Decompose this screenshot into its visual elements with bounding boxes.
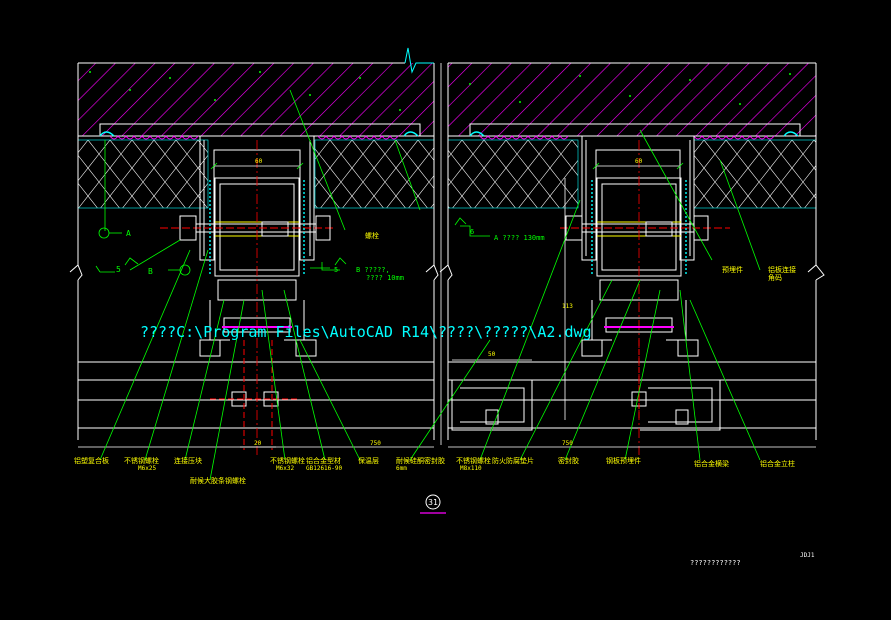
embedded-plate-right	[469, 123, 801, 140]
dim-right-width: 60	[635, 158, 643, 165]
label-bottom-2b: M6x25	[138, 465, 156, 472]
panel-clip-left	[199, 279, 317, 357]
label-bottom-9: 不锈钢螺栓	[456, 456, 491, 465]
label-mid-top: 螺栓	[365, 231, 379, 240]
label-bottom-8: 耐候大胶条钢螺栓	[190, 476, 246, 485]
label-bottom-5: 铝合金型材	[306, 456, 341, 465]
label-bottom-13: 铝合金横梁	[694, 459, 729, 468]
dim-left-span: 750	[370, 440, 381, 447]
label-bottom-6: 保温层	[358, 456, 379, 465]
label-bottom-7: 耐候硅酮密封胶	[396, 456, 445, 465]
bracket-side-seals	[209, 180, 687, 276]
detail-number: 31	[428, 498, 438, 507]
insulation-layer-right	[447, 139, 817, 209]
label-right-top-3: 角码	[768, 273, 782, 282]
dim-right-depth: 50	[488, 351, 496, 358]
label-bottom-4b: M6x32	[276, 465, 294, 472]
outline-vertical-edges	[69, 63, 825, 440]
slab-aggregate-dots	[89, 71, 791, 111]
label-bottom-4: 不锈钢螺栓	[270, 456, 305, 465]
label-right-top-2: 铝板连接	[768, 265, 796, 274]
dim-left-width: 60	[255, 158, 263, 165]
panel-clip-right	[581, 279, 699, 357]
embedded-plate-left	[99, 123, 421, 140]
label-bottom-12: 钢板预埋件	[606, 456, 641, 465]
title-block-code: JDJ1	[800, 552, 815, 559]
detail-number-bubble: 31	[420, 494, 446, 514]
label-bottom-14: 铝合金立柱	[760, 459, 795, 468]
note-b-10: B ?????,	[356, 266, 390, 274]
dim-right-span: 750	[562, 440, 573, 447]
note-6: 6	[470, 228, 474, 236]
label-right-top-1: 预埋件	[722, 265, 743, 274]
label-bottom-9b: M8x110	[460, 465, 482, 472]
break-line-marker	[404, 47, 434, 74]
note-a-130: A ???? 130mm	[494, 234, 545, 242]
dim-gap: 20	[254, 440, 262, 447]
title-block-name: ????????????	[690, 559, 741, 567]
label-bottom-10: 防火防腐垫片	[492, 456, 534, 465]
label-bottom-1: 铝塑复合板	[74, 456, 109, 465]
label-bottom-7b: 6mm	[396, 465, 407, 472]
label-bottom-2: 不锈钢螺栓	[124, 456, 159, 465]
concrete-slab-left	[78, 62, 434, 137]
file-path-watermark: ????C:\Program Files\AutoCAD R14\????\??…	[140, 323, 592, 341]
concrete-slab-right	[448, 62, 816, 137]
annotation-5-left: 5	[116, 265, 121, 274]
transom-channel-right	[451, 379, 721, 431]
note-b-10-line2: ???? 10mm	[366, 274, 404, 282]
label-bottom-11: 密封胶	[558, 456, 579, 465]
leader-lines	[99, 89, 761, 481]
label-bottom-3: 连接压块	[174, 456, 202, 465]
through-bolt-left	[160, 215, 335, 241]
note-b-5: 5	[334, 266, 338, 274]
annotation-b-left: B	[148, 267, 153, 276]
annotation-a-left: A	[126, 229, 131, 238]
bracket-right	[581, 136, 695, 261]
dimension-ticks	[210, 162, 684, 170]
leader-symbols	[95, 217, 490, 276]
dim-vertical: 113	[562, 303, 573, 310]
label-bottom-5b: GB12616-90	[306, 465, 343, 472]
panel-skin-lines	[78, 361, 816, 429]
